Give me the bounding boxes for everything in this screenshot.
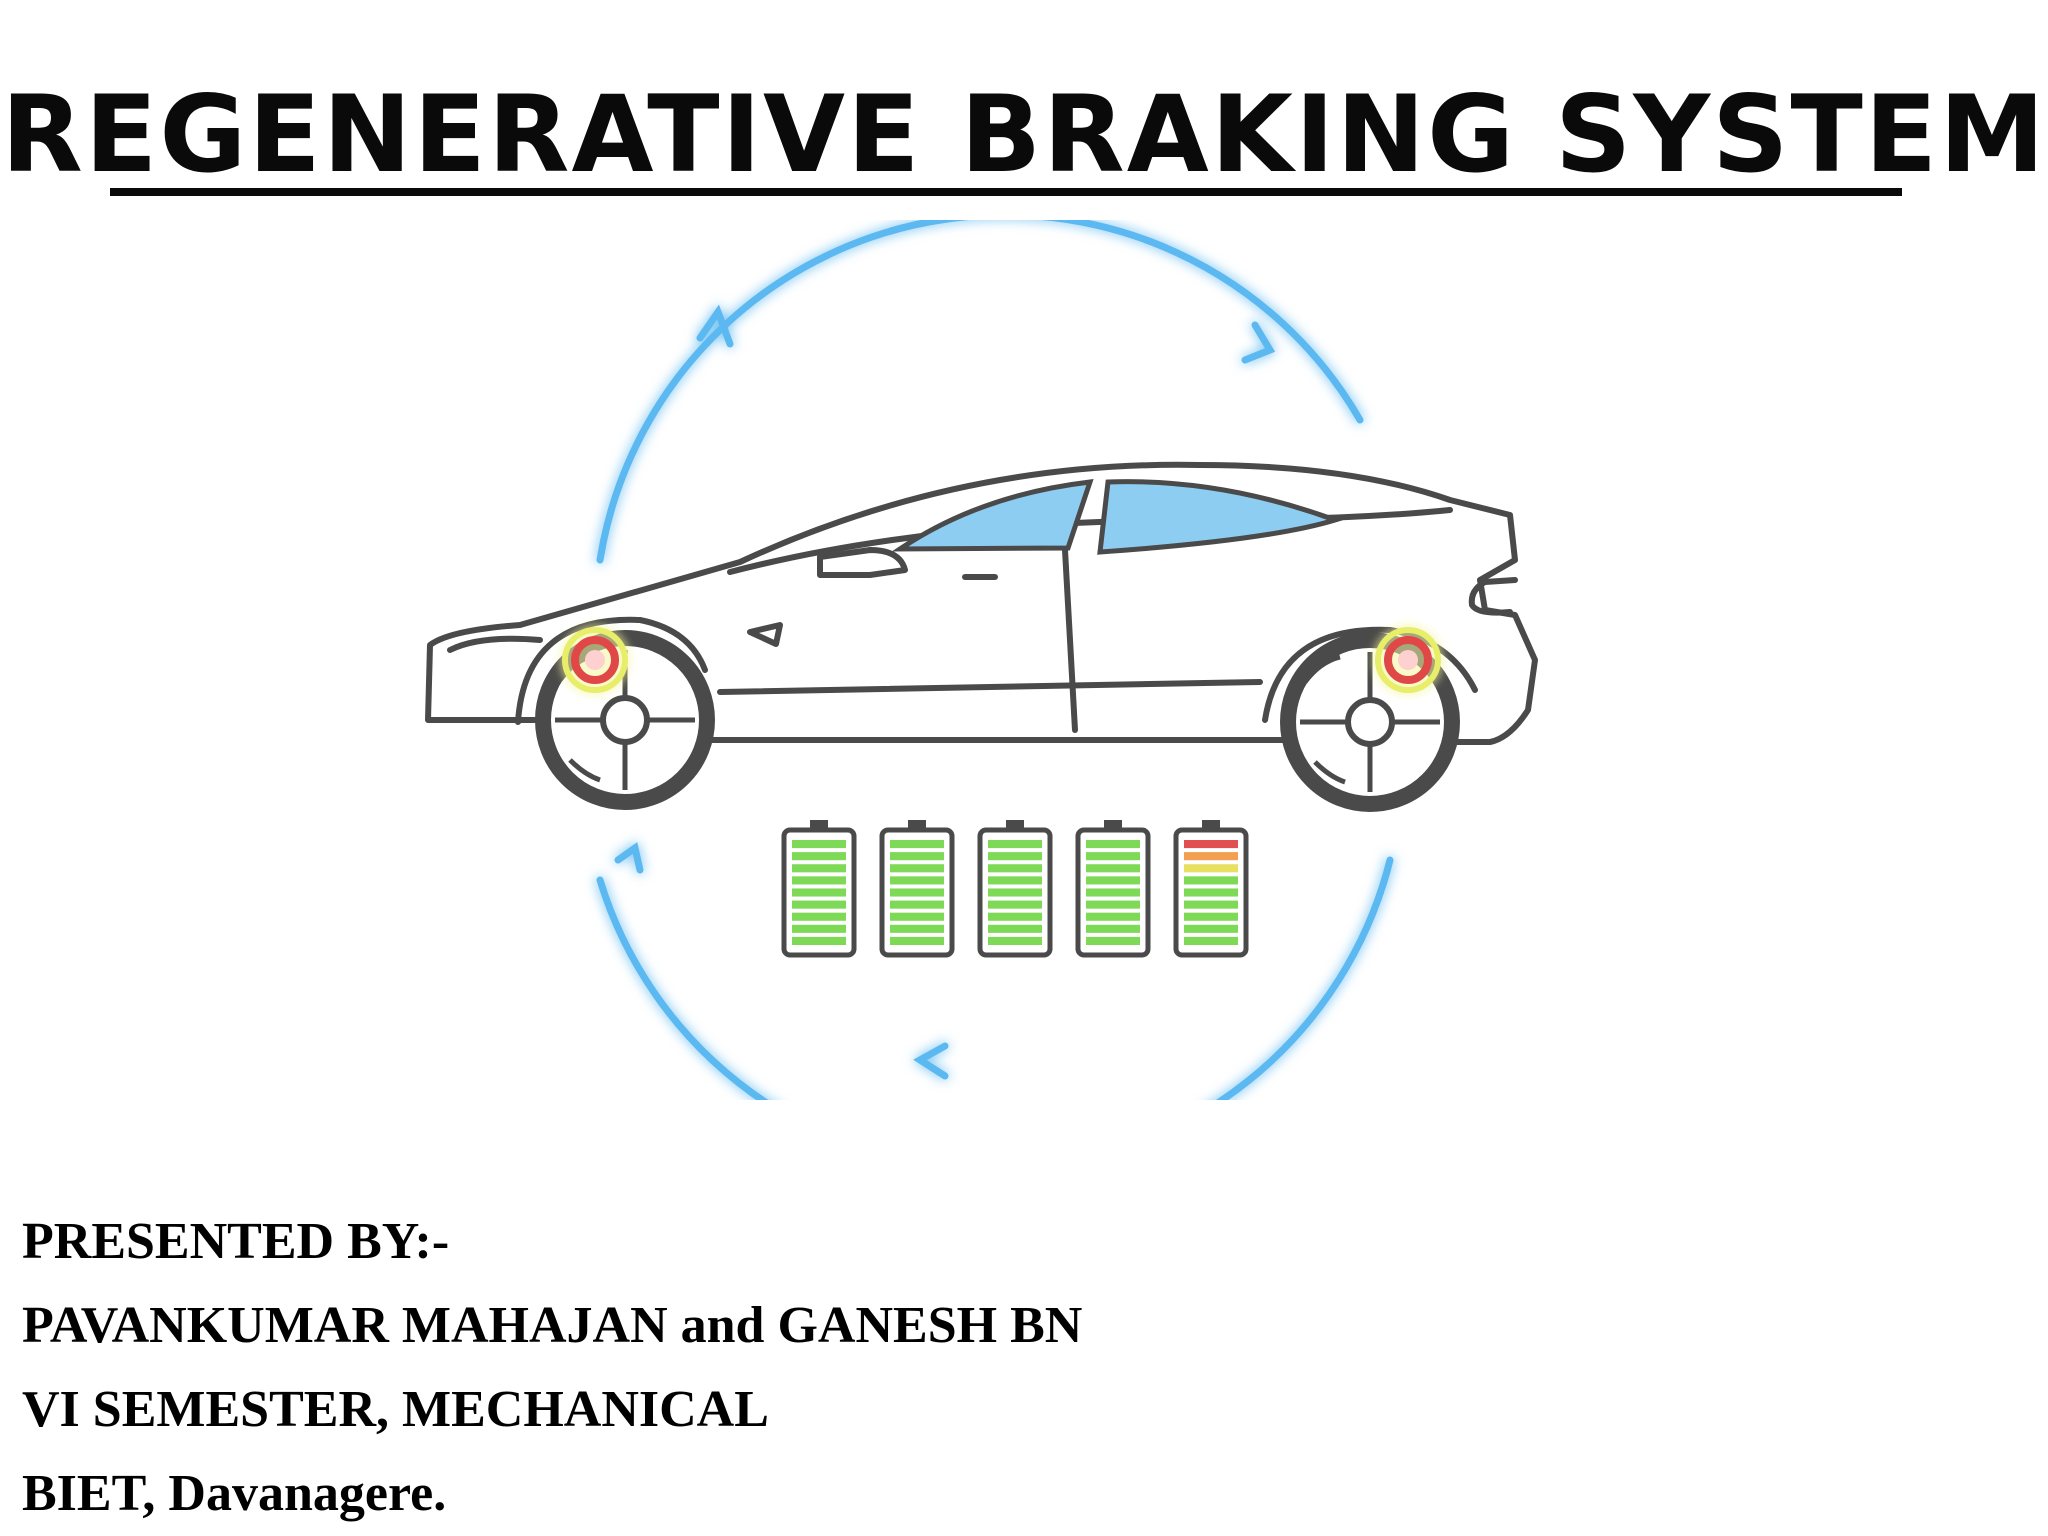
slide-title: REGENERATIVE BRAKING SYSTEM <box>1 73 2047 196</box>
presenter-names: PAVANKUMAR MAHAJAN and GANESH BN <box>22 1297 1083 1354</box>
semester-department: VI SEMESTER, MECHANICAL <box>22 1381 769 1438</box>
battery-icon <box>1173 820 1249 958</box>
cycle-arrows-icon <box>596 220 1394 1100</box>
battery-icon <box>781 820 857 958</box>
presented-by-label: PRESENTED BY:- <box>22 1213 450 1270</box>
regenerative-braking-illustration <box>425 220 1538 1100</box>
institution-name: BIET, Davanagere. <box>22 1465 447 1522</box>
battery-row <box>781 820 1249 958</box>
car-windows <box>891 479 1343 555</box>
title-underline <box>110 188 1902 196</box>
brake-glow-icon <box>1372 624 1444 696</box>
battery-icon <box>977 820 1053 958</box>
battery-icon <box>1075 820 1151 958</box>
battery-icon <box>879 820 955 958</box>
brake-glow-icon <box>559 624 631 696</box>
credits-block: PRESENTED BY:- PAVANKUMAR MAHAJAN and GA… <box>22 1200 1082 1536</box>
